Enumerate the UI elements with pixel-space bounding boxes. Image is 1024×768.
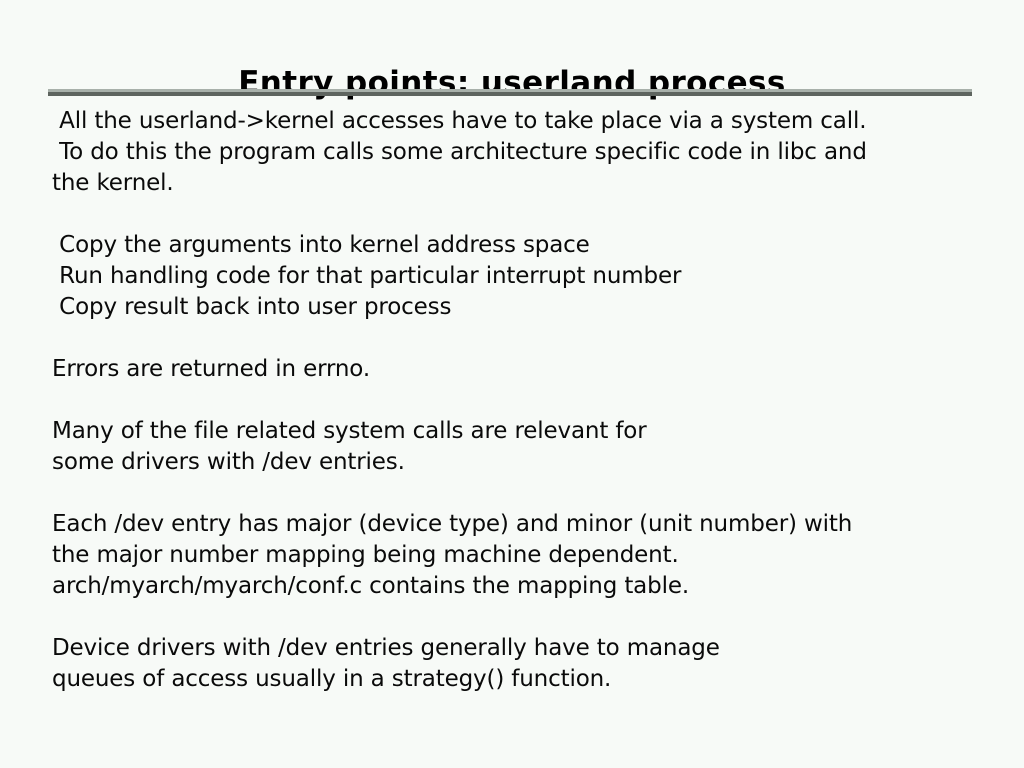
- text-line: Each /dev entry has major (device type) …: [52, 511, 853, 537]
- text-line: Run handling code for that particular in…: [52, 263, 682, 289]
- text-line: the major number mapping being machine d…: [52, 542, 679, 568]
- text-line: To do this the program calls some archit…: [52, 139, 867, 165]
- paragraph-file-syscalls: Many of the file related system calls ar…: [52, 416, 1002, 478]
- paragraph-errors: Errors are returned in errno.: [52, 354, 1002, 385]
- text-line: the kernel.: [52, 170, 174, 196]
- paragraph-syscall-steps: Copy the arguments into kernel address s…: [52, 230, 1002, 323]
- text-line: queues of access usually in a strategy()…: [52, 666, 612, 692]
- text-line: arch/myarch/myarch/conf.c contains the m…: [52, 573, 689, 599]
- paragraph-syscall-intro: All the userland->kernel accesses have t…: [52, 106, 1002, 199]
- text-line: Device drivers with /dev entries general…: [52, 635, 720, 661]
- title-separator-rule: [48, 89, 972, 96]
- rule-highlight: [48, 89, 972, 92]
- text-line: Errors are returned in errno.: [52, 356, 370, 382]
- text-line: Copy result back into user process: [52, 294, 452, 320]
- text-line: All the userland->kernel accesses have t…: [52, 108, 867, 134]
- slide-body: All the userland->kernel accesses have t…: [52, 106, 1002, 695]
- text-line: Many of the file related system calls ar…: [52, 418, 647, 444]
- rule-shadow: [48, 92, 972, 96]
- text-line: Copy the arguments into kernel address s…: [52, 232, 590, 258]
- paragraph-dev-major-minor: Each /dev entry has major (device type) …: [52, 509, 1002, 602]
- paragraph-device-driver-queues: Device drivers with /dev entries general…: [52, 633, 1002, 695]
- text-line: some drivers with /dev entries.: [52, 449, 405, 475]
